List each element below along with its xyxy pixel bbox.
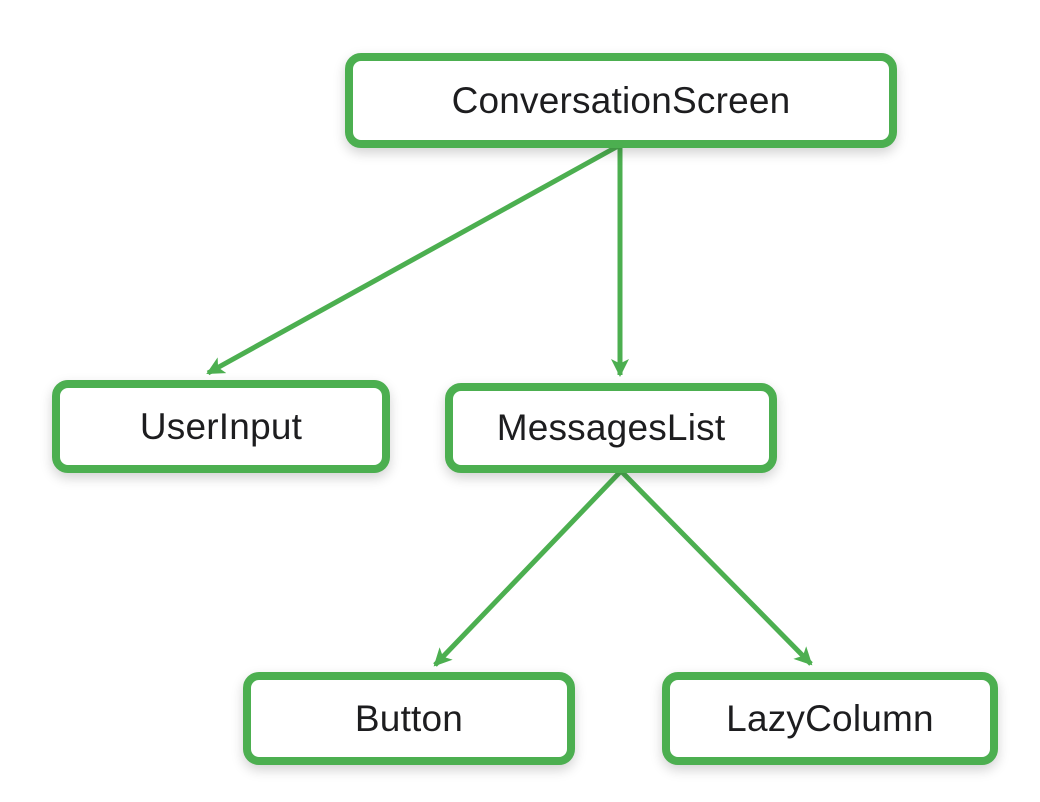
node-userinput: UserInput — [52, 380, 390, 473]
node-button: Button — [243, 672, 575, 765]
node-conversationscreen: ConversationScreen — [345, 53, 897, 148]
node-lazycolumn: LazyColumn — [662, 672, 998, 765]
edge-conversationscreen-userinput — [206, 142, 622, 376]
node-messageslist: MessagesList — [445, 383, 777, 473]
edge-messageslist-button — [433, 469, 623, 667]
edge-messageslist-lazycolumn — [619, 469, 813, 666]
